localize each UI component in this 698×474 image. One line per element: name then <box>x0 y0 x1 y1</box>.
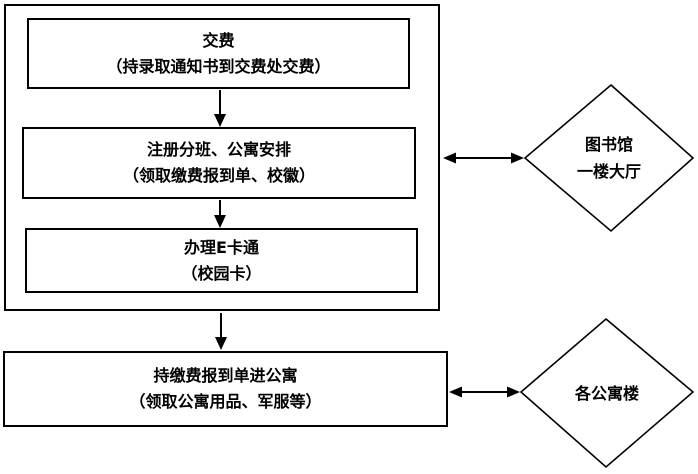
flow-box-ecard-subtitle: （校园卡） <box>181 263 262 283</box>
diamond-dorm-buildings: 各公寓楼 <box>521 319 693 467</box>
flow-box-pay: 交费 （持录取通知书到交费处交费） <box>27 18 410 89</box>
flow-box-ecard: 办理E卡通 （校园卡） <box>25 228 418 293</box>
flow-box-register-title: 注册分班、公寓安排 <box>146 140 291 159</box>
arrow-dorm-buildings-left-head <box>449 386 462 398</box>
flow-box-pay-subtitle: （持录取通知书到交费处交费） <box>106 56 331 76</box>
diamond-library-line2: 一楼大厅 <box>576 162 641 181</box>
arrow-dorm-buildings-right-head <box>507 386 520 398</box>
diamond-library: 图书馆 一楼大厅 <box>525 85 693 231</box>
arrow-group-library-left-head <box>443 152 456 164</box>
flow-box-ecard-title: 办理E卡通 <box>184 237 259 257</box>
flow-box-register-subtitle: （领取缴费报到单、校徽） <box>122 166 315 185</box>
flow-box-pay-title: 交费 <box>202 30 235 50</box>
diamond-dorm-buildings-line1: 各公寓楼 <box>574 383 639 403</box>
arrow-group-library-right-head <box>511 152 524 164</box>
flow-box-dorm-subtitle: （领取公寓用品、军服等） <box>129 392 322 411</box>
flow-box-register: 注册分班、公寓安排 （领取缴费报到单、校徽） <box>22 127 416 199</box>
flow-box-dorm: 持缴费报到单进公寓 （领取公寓用品、军服等） <box>3 351 448 427</box>
arrow-group-to-dorm-head <box>215 337 227 350</box>
flow-box-dorm-title: 持缴费报到单进公寓 <box>153 366 298 385</box>
diamond-library-line1: 图书馆 <box>584 135 633 154</box>
